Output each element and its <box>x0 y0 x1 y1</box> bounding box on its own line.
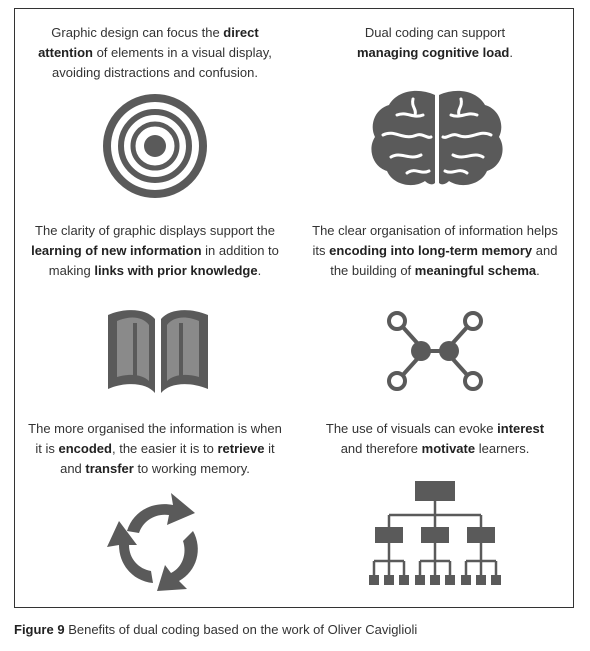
body-text: Dual coding can support <box>364 25 506 40</box>
emphasis-text: direct attention <box>38 25 259 60</box>
body-text: and the building of <box>330 243 558 278</box>
body-text: The use of visuals can evoke <box>325 421 498 436</box>
panel-cognitive-load: Dual coding can support managing cogniti… <box>295 23 575 63</box>
body-text: Graphic design can focus the <box>51 25 224 40</box>
open-book-icon <box>108 310 208 393</box>
panel-text: The clarity of graphic displays support … <box>15 221 295 281</box>
caption-label: Figure 9 <box>14 622 65 637</box>
caption-text: Benefits of dual coding based on the wor… <box>64 622 418 637</box>
body-text: . <box>509 45 514 60</box>
body-text: . <box>257 263 262 278</box>
target-icon <box>103 94 207 198</box>
emphasis-text: learning of new information <box>31 243 202 258</box>
body-text: learners. <box>475 441 530 456</box>
body-text: The clarity of graphic displays support … <box>35 223 275 238</box>
figure-caption: Figure 9 Benefits of dual coding based o… <box>14 622 417 637</box>
emphasis-text: motivate <box>421 441 476 456</box>
emphasis-text: interest <box>497 421 545 436</box>
brain-icon <box>371 90 503 186</box>
panel-text: The more organised the information is wh… <box>15 419 295 479</box>
emphasis-text: meaningful schema <box>414 263 537 278</box>
emphasis-text: links with prior knowledge <box>94 263 258 278</box>
body-text: . <box>536 263 540 278</box>
panel-interest-motivate: The use of visuals can evoke interest an… <box>295 419 575 459</box>
body-text: in addition to making <box>48 243 279 278</box>
emphasis-text: encoded <box>58 441 112 456</box>
panel-text: Dual coding can support managing cogniti… <box>295 23 575 63</box>
body-text: , the easier it is to <box>111 441 218 456</box>
network-icon <box>387 311 483 391</box>
body-text: of elements in a visual display, avoidin… <box>52 45 272 80</box>
body-text: to working memory. <box>133 461 250 476</box>
body-text: The clear organisation of information he… <box>312 223 558 258</box>
panel-text: The use of visuals can evoke interest an… <box>295 419 575 459</box>
emphasis-text: encoding into long-term memory <box>329 243 533 258</box>
hierarchy-icon <box>369 481 501 585</box>
body-text: The more organised the information is wh… <box>28 421 282 456</box>
panel-retrieve-transfer: The more organised the information is wh… <box>15 419 295 479</box>
body-text: it and <box>60 441 275 476</box>
panel-text: Graphic design can focus the direct atte… <box>15 23 295 83</box>
emphasis-text: managing cognitive load <box>356 45 510 60</box>
panel-direct-attention: Graphic design can focus the direct atte… <box>15 23 295 83</box>
body-text: and therefore <box>340 441 422 456</box>
emphasis-text: retrieve <box>217 441 265 456</box>
panel-new-information: The clarity of graphic displays support … <box>15 221 295 281</box>
emphasis-text: transfer <box>85 461 134 476</box>
cycle-arrows-icon <box>107 493 198 591</box>
panel-text: The clear organisation of information he… <box>295 221 575 281</box>
figure-frame: Graphic design can focus the direct atte… <box>14 8 574 608</box>
panel-long-term-memory: The clear organisation of information he… <box>295 221 575 281</box>
